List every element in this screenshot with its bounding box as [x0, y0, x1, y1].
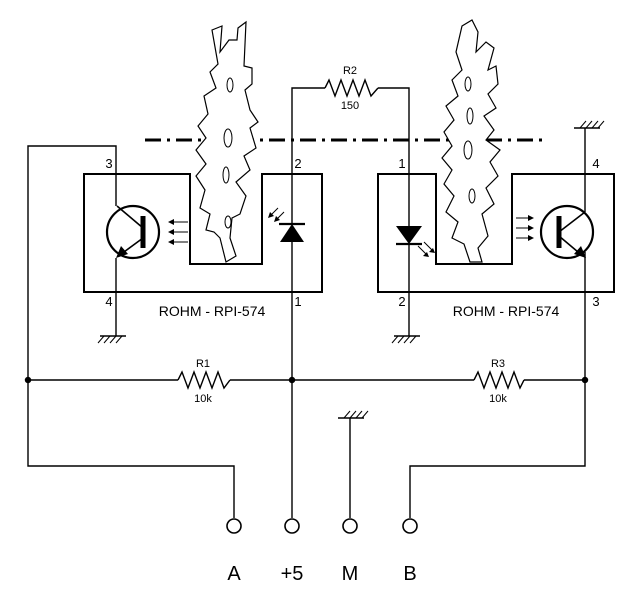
r1-value: 10k — [194, 393, 212, 405]
r3-ref: R3 — [491, 358, 505, 370]
terminal-b-pad — [402, 518, 418, 534]
right-sensor-body — [377, 173, 615, 293]
terminal-a-pad — [226, 518, 242, 534]
phototransistor-icon — [539, 204, 595, 260]
r1-ref: R1 — [196, 358, 210, 370]
r2-value: 150 — [341, 100, 359, 112]
r2-ref: R2 — [343, 65, 357, 77]
junction-dot — [581, 376, 589, 384]
terminal-plus5-label: +5 — [281, 563, 304, 585]
right-pin-4: 4 — [592, 156, 599, 171]
ground-icon — [97, 335, 126, 344]
led-icon — [396, 226, 435, 257]
ground-icon — [338, 410, 369, 419]
right-pin-1: 1 — [398, 156, 405, 171]
encoder-blade-icon — [441, 19, 501, 263]
terminal-a-label: A — [227, 563, 241, 585]
led-icon — [268, 207, 305, 242]
right-pin-3: 3 — [592, 294, 599, 309]
right-sensor-part-label: ROHM - RPI-574 — [453, 303, 560, 319]
left-pin-1: 1 — [294, 294, 301, 309]
resistor-r2 — [324, 78, 379, 98]
terminal-b-label: B — [403, 563, 416, 585]
junction-dot — [24, 376, 32, 384]
terminal-m-label: M — [342, 563, 359, 585]
right-pin-2: 2 — [398, 294, 405, 309]
r3-value: 10k — [489, 393, 507, 405]
resistor-r1 — [177, 370, 231, 390]
encoder-blade-icon — [195, 20, 259, 263]
terminal-m-pad — [342, 518, 358, 534]
ground-icon — [574, 120, 605, 129]
light-arrows-icon — [516, 215, 534, 241]
terminal-plus5-pad — [284, 518, 300, 534]
wires — [27, 87, 586, 518]
left-pin-3: 3 — [105, 156, 112, 171]
junction-dot — [288, 376, 296, 384]
left-pin-2: 2 — [294, 156, 301, 171]
left-sensor-part-label: ROHM - RPI-574 — [159, 303, 266, 319]
light-arrows-icon — [168, 219, 188, 245]
resistor-r3 — [473, 370, 525, 390]
left-pin-4: 4 — [105, 294, 112, 309]
ground-icon — [391, 335, 420, 344]
left-sensor-body — [83, 173, 323, 293]
phototransistor-icon — [105, 204, 161, 260]
